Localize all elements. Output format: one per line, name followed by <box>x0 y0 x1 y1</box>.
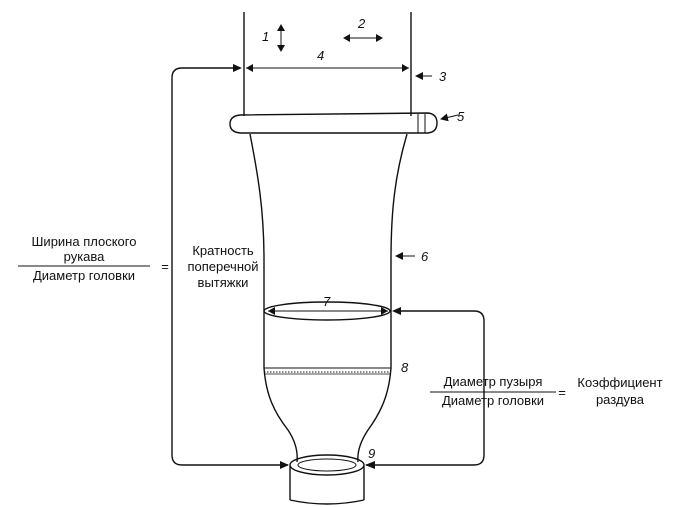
right-result-line2: раздува <box>596 392 645 407</box>
left-bracket-arrow-top <box>233 64 242 72</box>
right-numerator: Диаметр пузыря <box>444 374 543 389</box>
right-bracket-arrow-bottom <box>365 461 375 469</box>
callout-9: 9 <box>368 446 375 461</box>
callout-7: 7 <box>323 294 331 309</box>
callout-4: 4 <box>317 48 324 63</box>
bubble-diameter-ellipse <box>263 301 391 321</box>
bubble-right-wall <box>357 133 408 463</box>
callout-8: 8 <box>401 360 409 375</box>
left-connector-bracket <box>171 67 288 466</box>
left-equals: = <box>161 259 169 274</box>
callout-2: 2 <box>357 16 366 31</box>
callout-3: 3 <box>439 69 447 84</box>
bubble-diameter-dimension <box>268 307 388 315</box>
frost-line <box>264 367 391 375</box>
flat-width-dimension <box>246 64 409 72</box>
nip-roller <box>229 112 438 134</box>
pointer-5 <box>440 113 459 122</box>
callout-6: 6 <box>421 249 429 264</box>
left-numerator-line1: Ширина плоского <box>32 234 137 249</box>
left-result-line1: Кратность <box>192 243 254 258</box>
right-equals: = <box>558 385 566 400</box>
die-head <box>289 454 365 505</box>
left-numerator-line2: рукава <box>64 249 106 264</box>
right-result-line1: Коэффициент <box>577 375 662 390</box>
callout-5: 5 <box>457 109 465 124</box>
machine-direction-arrow <box>277 24 285 52</box>
callout-1: 1 <box>262 29 269 44</box>
left-result-line2: поперечной <box>187 259 258 274</box>
transverse-direction-arrow <box>343 34 383 42</box>
left-result-line3: вытяжки <box>198 275 249 290</box>
right-denominator: Диаметр головки <box>442 393 544 408</box>
left-bracket-arrow-bottom <box>280 461 289 469</box>
bubble-left-wall <box>249 133 298 463</box>
left-denominator: Диаметр головки <box>33 268 135 283</box>
right-connector-bracket <box>366 310 485 466</box>
right-bracket-arrow-top <box>392 307 401 315</box>
